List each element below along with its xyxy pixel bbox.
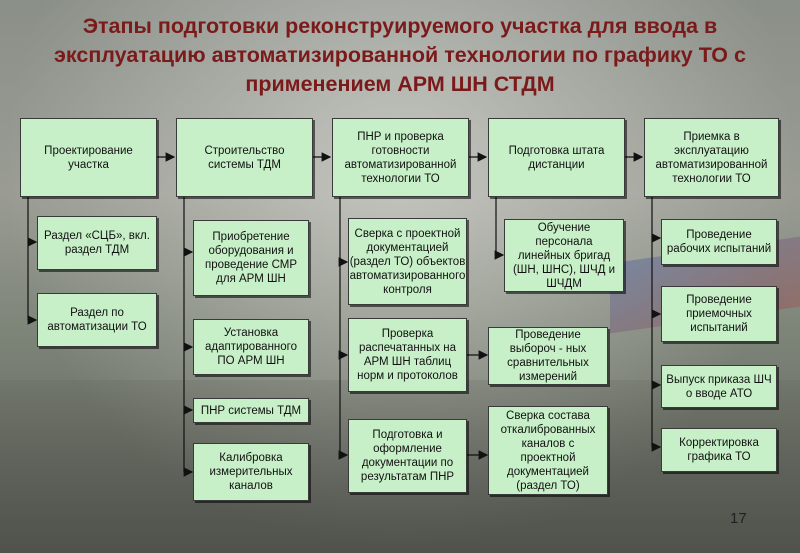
col2-item-tdm-commissioning: ПНР системы ТДМ <box>193 398 309 423</box>
col2-item-equipment: Приобретение оборудования и проведение С… <box>193 220 309 296</box>
col3-item-project-check: Сверка с проектной документацией (раздел… <box>348 218 467 305</box>
title-line-2: эксплуатацию автоматизированной технолог… <box>54 43 746 67</box>
col4-item-sample-measurements: Проведение выбороч - ных сравнительных и… <box>488 327 608 385</box>
col5-item-schedule-correction: Корректировка графика ТО <box>661 428 777 472</box>
stage-construction: Строительство системы ТДМ <box>176 118 313 197</box>
col1-item-automation-section: Раздел по автоматизации ТО <box>37 293 157 347</box>
stage-staff-training: Подготовка штата дистанции <box>488 118 625 197</box>
title-line-1: Этапы подготовки реконструируемого участ… <box>82 14 718 38</box>
col4-item-channel-reconciliation: Сверка состава откалиброванных каналов с… <box>488 406 608 495</box>
col5-item-working-tests: Проведение рабочих испытаний <box>661 219 777 265</box>
page-number: 17 <box>730 510 747 527</box>
col5-item-order-issue: Выпуск приказа ШЧ о вводе АТО <box>661 365 777 408</box>
stage-commissioning: ПНР и проверка готовности автоматизирова… <box>332 118 469 197</box>
title-line-3: применением АРМ ШН СТДМ <box>245 72 555 96</box>
col3-item-documentation: Подготовка и оформление документации по … <box>348 419 467 493</box>
col1-item-scb-section: Раздел «СЦБ», вкл. раздел ТДМ <box>37 216 157 270</box>
slide-title: Этапы подготовки реконструируемого участ… <box>20 12 780 99</box>
stage-design: Проектирование участка <box>20 118 157 197</box>
col2-item-calibration: Калибровка измерительных каналов <box>193 443 309 501</box>
col5-item-acceptance-tests: Проведение приемочных испытаний <box>661 286 777 342</box>
col3-item-tables-check: Проверка распечатанных на АРМ ШН таблиц … <box>348 318 467 392</box>
col4-item-personnel-training: Обучение персонала линейных бригад (ШН, … <box>504 219 624 292</box>
stage-acceptance: Приемка в эксплуатацию автоматизированно… <box>644 118 779 197</box>
col2-item-software: Установка адаптированного ПО АРМ ШН <box>193 319 309 375</box>
